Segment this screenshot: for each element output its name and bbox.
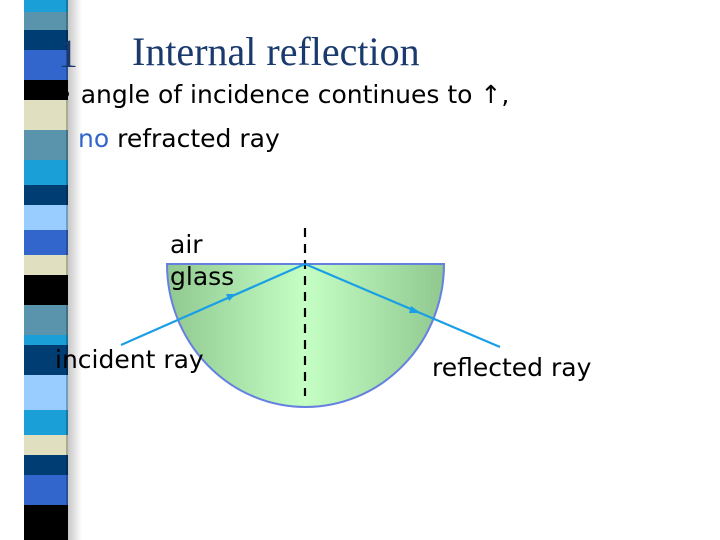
slide-number: 1 — [58, 31, 78, 76]
stripe — [24, 80, 68, 100]
stripe — [24, 30, 68, 50]
stripe — [24, 335, 68, 345]
label-reflected-ray: reflected ray — [432, 353, 592, 382]
stripe — [24, 475, 68, 505]
stripe — [24, 185, 68, 205]
label-air: air — [170, 230, 203, 259]
highlight-no: no — [78, 124, 110, 153]
bullet-line-2: no refracted ray — [78, 124, 280, 153]
reflected-ray — [304, 262, 501, 349]
stripe — [24, 255, 68, 275]
glass-semicircle — [165, 263, 446, 408]
line2-rest: refracted ray — [109, 124, 280, 153]
stripe — [24, 345, 68, 375]
bullet-icon: • — [58, 80, 81, 109]
stripe — [24, 0, 68, 12]
stripe — [24, 12, 68, 30]
incident-arrow-icon — [226, 294, 236, 301]
stripe — [24, 455, 68, 475]
stripe — [24, 375, 68, 410]
stripe — [24, 230, 68, 255]
incident-ray — [120, 262, 306, 347]
label-glass: glass — [170, 262, 235, 291]
stripe — [24, 50, 68, 80]
stripe — [24, 275, 68, 305]
stripe — [24, 100, 68, 130]
stripe — [24, 160, 68, 185]
bullet-text: • angle of incidence continues to ↑, — [58, 80, 509, 109]
stripe — [24, 435, 68, 455]
reflected-arrow-icon — [409, 306, 421, 313]
label-incident-ray: incident ray — [55, 345, 204, 374]
decorative-stripe-bar — [24, 0, 68, 540]
stripe — [24, 410, 68, 435]
stripe — [24, 205, 68, 230]
stripe — [24, 305, 68, 335]
slide-title: Internal reflection — [132, 29, 420, 74]
stripe — [24, 130, 68, 160]
stripe — [24, 505, 68, 540]
stripe-shadow — [66, 0, 82, 540]
bullet-line-1: angle of incidence continues to ↑, — [80, 80, 510, 109]
